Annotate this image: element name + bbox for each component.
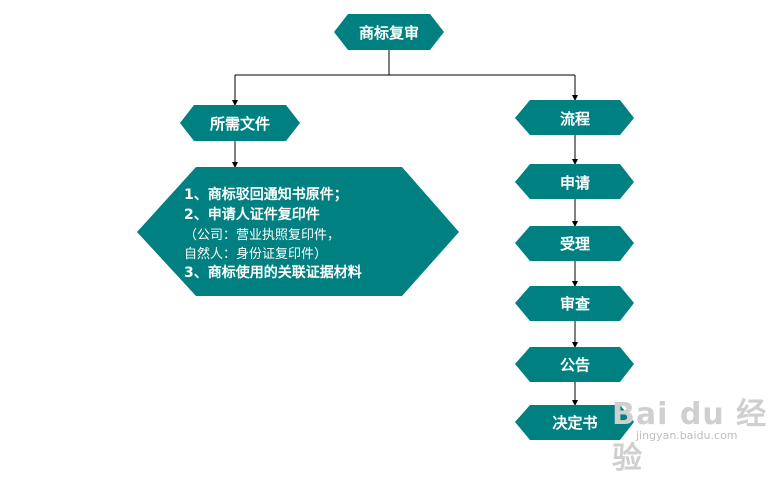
node-step-accept: 受理 bbox=[515, 226, 634, 261]
node-step-review-label: 审查 bbox=[560, 295, 591, 313]
node-process-label: 流程 bbox=[560, 110, 590, 128]
node-step-announce: 公告 bbox=[515, 347, 634, 382]
node-docs: 所需文件 bbox=[180, 105, 300, 141]
docs-detail-line-2: 2、申请人证件复印件 bbox=[184, 206, 320, 223]
node-step-announce-label: 公告 bbox=[560, 356, 590, 374]
node-step-review: 审查 bbox=[515, 286, 634, 321]
connectors bbox=[232, 49, 578, 406]
node-docs-detail: 1、商标驳回通知书原件； 2、申请人证件复印件 （公司：营业执照复印件， 自然人… bbox=[137, 167, 459, 296]
watermark-url: jingyan.baidu.com bbox=[636, 429, 738, 442]
docs-detail-line-1: 1、商标驳回通知书原件； bbox=[184, 186, 348, 203]
node-step-accept-label: 受理 bbox=[560, 235, 590, 253]
node-step-decision: 决定书 bbox=[515, 405, 634, 440]
node-root-label: 商标复审 bbox=[359, 24, 419, 42]
node-step-decision-label: 决定书 bbox=[552, 414, 597, 432]
watermark: Bai du 经验 jingyan.baidu.com bbox=[596, 385, 776, 476]
node-docs-label: 所需文件 bbox=[210, 115, 270, 133]
node-step-apply-label: 申请 bbox=[560, 174, 590, 192]
node-root: 商标复审 bbox=[334, 14, 444, 50]
docs-detail-line-4: 自然人：身份证复印件） bbox=[184, 246, 327, 262]
docs-detail-line-5: 3、商标使用的关联证据材料 bbox=[184, 264, 362, 281]
node-step-apply: 申请 bbox=[515, 164, 634, 199]
docs-detail-line-3: （公司：营业执照复印件， bbox=[184, 228, 340, 243]
node-process: 流程 bbox=[515, 100, 634, 135]
flowchart-canvas: 商标复审 所需文件 1、商标驳回通知书原件； 2、申请人证件复印件 （公司：营业… bbox=[137, 14, 634, 440]
